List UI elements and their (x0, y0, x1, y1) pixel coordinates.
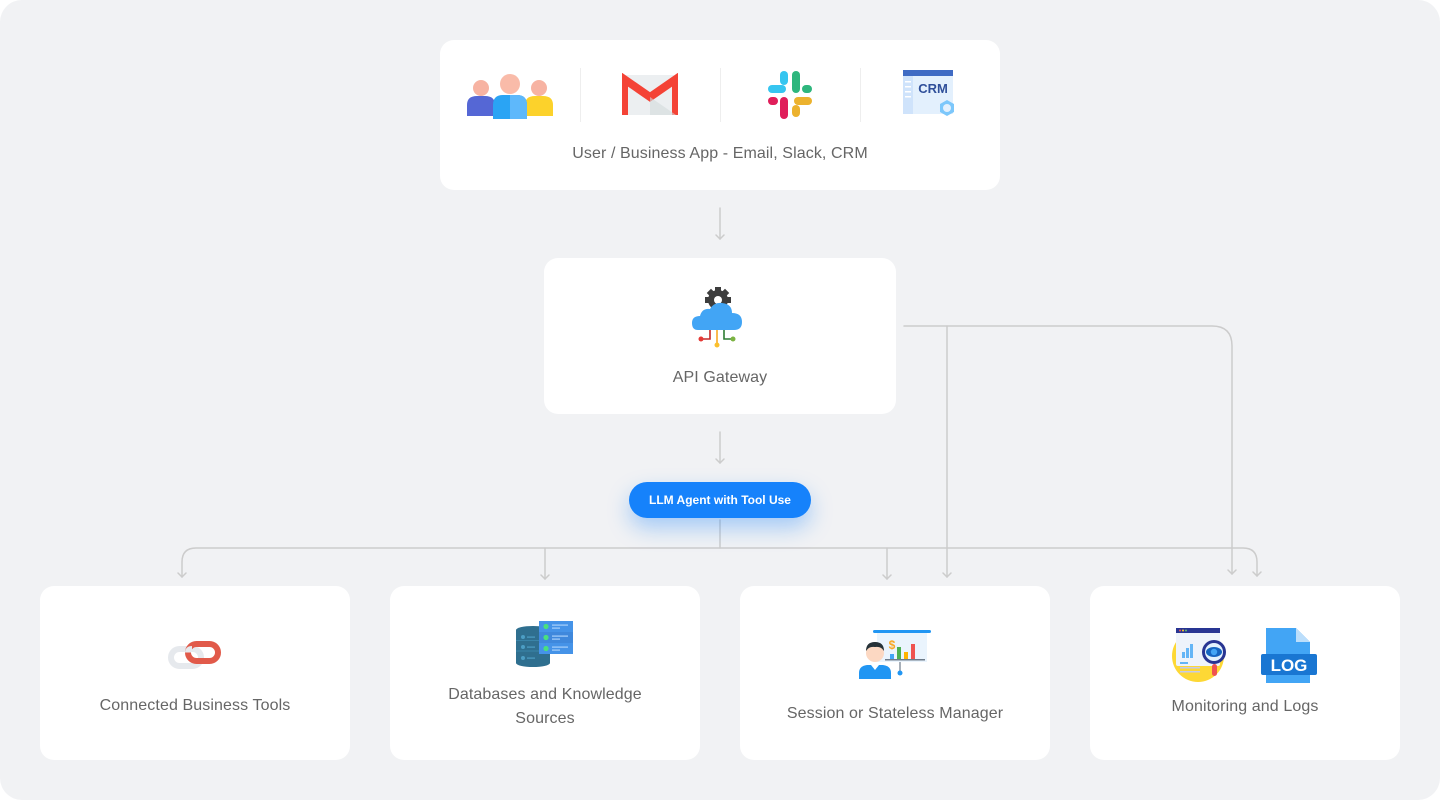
monitoring-eye-icon (1172, 628, 1226, 682)
presenter-chart-icon: $ (859, 630, 931, 679)
databases-knowledge-label-line2: Sources (515, 710, 575, 727)
chain-link-icon (168, 641, 221, 669)
connected-business-tools-label: Connected Business Tools (99, 697, 291, 714)
slack-icon (768, 71, 812, 119)
user-business-app-label: User / Business App - Email, Slack, CRM (572, 145, 868, 162)
session-manager-card: $ Session or Stateless Manager (740, 586, 1050, 760)
gmail-icon (622, 73, 678, 115)
crm-icon: CRM (903, 70, 954, 116)
monitoring-logs-card: LOG Monitoring and Logs (1090, 586, 1400, 760)
slack-cell (720, 66, 860, 124)
users-group-icon (467, 74, 553, 119)
database-server-icon (516, 621, 573, 667)
gmail-cell (580, 66, 720, 124)
databases-knowledge-label-line1: Databases and Knowledge (448, 686, 642, 703)
log-file-icon: LOG (1261, 628, 1317, 683)
crm-cell: CRM (860, 66, 1000, 124)
svg-text:LOG: LOG (1271, 656, 1308, 675)
api-gateway-label: API Gateway (672, 369, 768, 386)
api-gateway-card: API Gateway (544, 258, 896, 414)
cloud-gear-network-icon (692, 287, 742, 348)
svg-text:CRM: CRM (918, 81, 948, 96)
llm-agent-node: LLM Agent with Tool Use (629, 482, 811, 518)
connected-business-tools-card: Connected Business Tools (40, 586, 350, 760)
monitoring-logs-label: Monitoring and Logs (1171, 698, 1319, 715)
app-icons-row: CRM (440, 66, 1000, 124)
svg-text:$: $ (889, 638, 896, 652)
user-business-app-card: CRM User / Business App - Email, Slack, … (440, 40, 1000, 190)
databases-knowledge-card: Databases and Knowledge Sources (390, 586, 700, 760)
databases-knowledge-label: Databases and Knowledge Sources (390, 683, 700, 731)
users-cell (440, 66, 580, 124)
session-manager-label: Session or Stateless Manager (786, 705, 1004, 722)
